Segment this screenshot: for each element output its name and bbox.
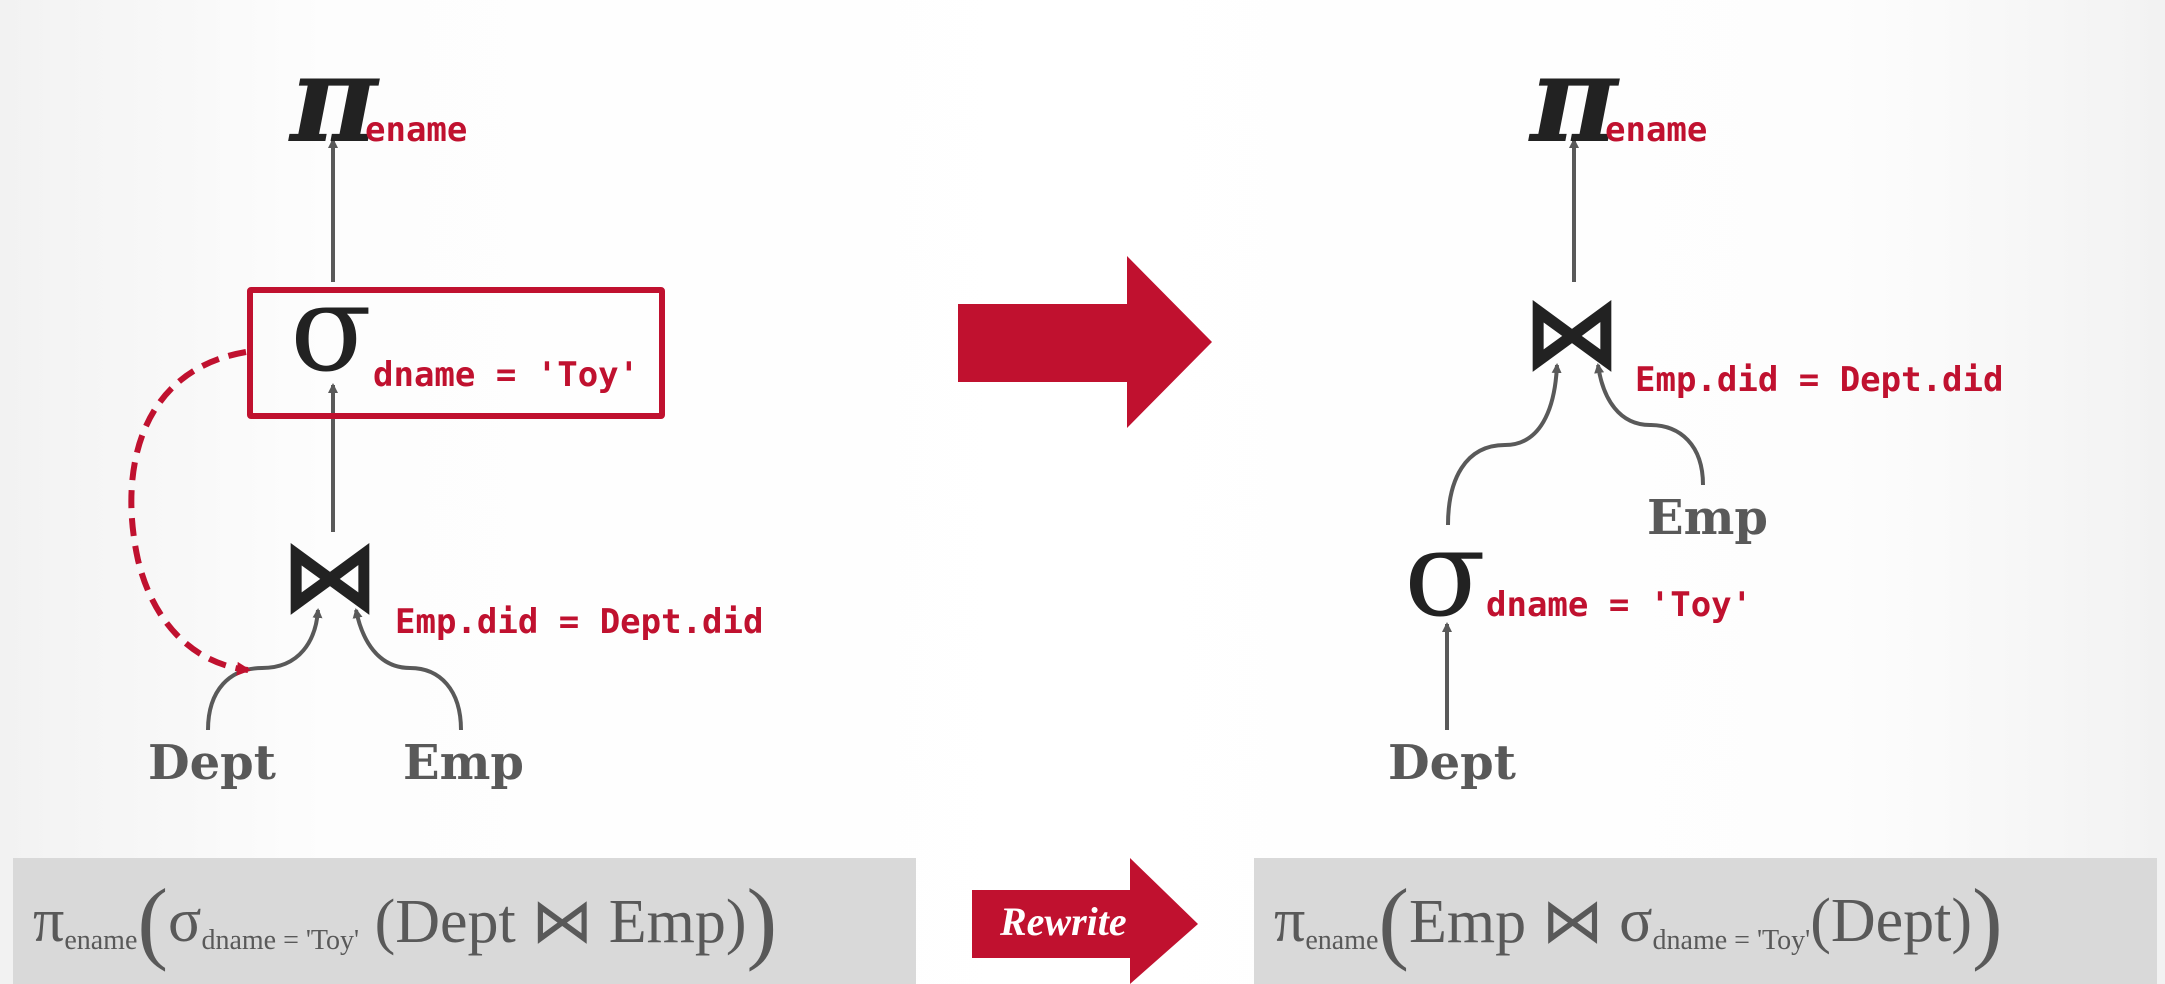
left-formula-pi-sub: ename bbox=[64, 925, 138, 956]
big-transform-arrow bbox=[958, 256, 1212, 428]
left-formula-pi: π bbox=[33, 886, 65, 955]
right-selection-symbol: σ bbox=[1404, 505, 1486, 644]
right-formula-sigma: σ bbox=[1619, 886, 1653, 955]
left-selection-symbol: σ bbox=[290, 260, 372, 399]
left-join-subscript: Emp.did = Dept.did bbox=[395, 602, 764, 642]
left-leaf-dept: Dept bbox=[148, 735, 276, 791]
left-formula-open-paren: ( bbox=[137, 870, 169, 972]
left-formula-box: π ename ( σ dname = 'Toy' (Dept ⋈ Emp) ) bbox=[13, 858, 916, 984]
left-projection-symbol: π bbox=[290, 29, 378, 170]
left-formula-sigma: σ bbox=[168, 886, 202, 955]
right-leaf-emp: Emp bbox=[1647, 490, 1768, 546]
right-edge-emp-to-join bbox=[1594, 363, 1705, 486]
left-join-symbol: ⋈ bbox=[282, 519, 378, 632]
right-selection-subscript: dname = 'Toy' bbox=[1486, 585, 1753, 625]
right-edge-selection-to-join bbox=[1446, 363, 1562, 526]
left-selection-subscript: dname = 'Toy' bbox=[373, 355, 640, 395]
left-leaf-emp: Emp bbox=[403, 735, 524, 791]
left-edge-emp-to-join bbox=[352, 608, 463, 731]
right-formula-sigma-sub: dname = 'Toy' bbox=[1652, 925, 1811, 956]
right-join-subscript: Emp.did = Dept.did bbox=[1635, 360, 2004, 400]
right-formula-box: π ename ( Emp ⋈ σ dname = 'Toy' (Dept) ) bbox=[1254, 858, 2157, 984]
right-formula-open-paren: ( bbox=[1378, 870, 1410, 972]
right-projection-subscript: ename bbox=[1605, 110, 1708, 150]
right-leaf-dept: Dept bbox=[1388, 735, 1516, 791]
right-formula-pi-sub: ename bbox=[1305, 925, 1379, 956]
rewrite-label: Rewrite bbox=[1000, 899, 1127, 944]
left-formula-close-paren: ) bbox=[746, 870, 778, 972]
pushdown-dashed-arrow bbox=[128, 349, 251, 676]
right-formula-body: (Dept) bbox=[1810, 886, 1973, 955]
right-formula-pi: π bbox=[1274, 886, 1306, 955]
left-edge-dept-to-join bbox=[206, 608, 323, 731]
right-formula-close-paren: ) bbox=[1972, 870, 2003, 972]
right-formula-prefix: Emp ⋈ bbox=[1409, 888, 1620, 956]
left-formula-sigma-sub: dname = 'Toy' bbox=[201, 925, 360, 956]
rewrite-arrow bbox=[972, 858, 1198, 984]
right-projection-symbol: π bbox=[1530, 29, 1618, 170]
left-formula-body: (Dept ⋈ Emp) bbox=[359, 888, 747, 956]
left-projection-subscript: ename bbox=[365, 110, 468, 150]
left-selection-highlight-box bbox=[247, 287, 665, 419]
right-join-symbol: ⋈ bbox=[1524, 276, 1620, 389]
